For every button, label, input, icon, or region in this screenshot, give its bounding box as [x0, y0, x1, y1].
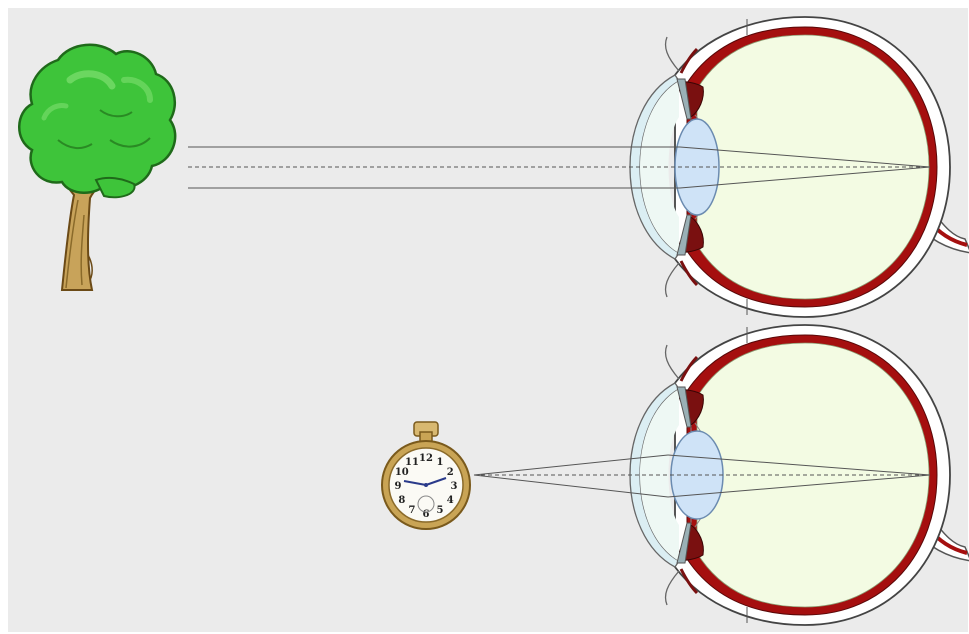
watch-numeral: 12: [419, 453, 433, 464]
iris: [676, 386, 692, 428]
iris: [676, 78, 692, 120]
watch-numeral: 3: [451, 481, 458, 492]
iris: [676, 214, 692, 256]
watch-numeral: 1: [437, 457, 444, 468]
parallel-light-rays: [188, 146, 931, 189]
diverging-light-rays: [473, 454, 931, 498]
tree-icon: [18, 43, 177, 291]
watch-numeral: 7: [409, 505, 416, 516]
iris: [676, 522, 692, 564]
watch-numeral: 4: [447, 495, 454, 506]
watch-numeral: 6: [423, 509, 430, 520]
eyelid: [664, 262, 680, 298]
watch-numeral: 5: [437, 505, 444, 516]
eyelid: [664, 570, 680, 606]
eyelid: [664, 344, 680, 380]
eyelid: [664, 36, 680, 72]
watch-numeral: 8: [398, 495, 405, 506]
watch-numeral: 2: [447, 467, 454, 478]
watch-numeral: 9: [395, 481, 402, 492]
watch-numeral: 10: [395, 467, 409, 478]
watch-numeral: 11: [405, 457, 419, 468]
